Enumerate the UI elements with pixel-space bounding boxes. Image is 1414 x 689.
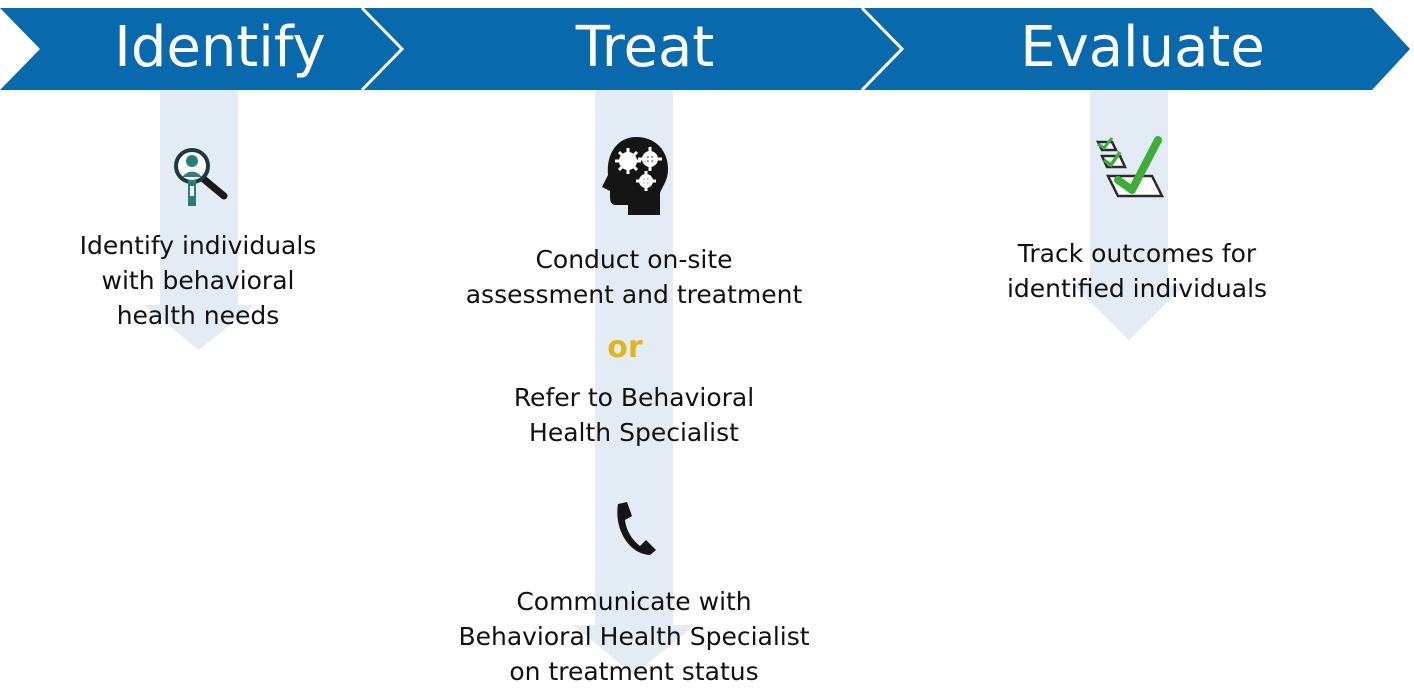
identify-chevron — [0, 8, 402, 90]
treat-chevron — [362, 8, 902, 90]
refer-text: Refer to Behavioral Health Specialist — [434, 380, 834, 450]
communicate-text-line-1: Communicate with — [516, 587, 752, 616]
evaluate-chevron — [862, 8, 1410, 90]
phone-icon — [617, 502, 656, 555]
treat-text: Conduct on-site assessment and treatment — [434, 242, 834, 312]
treat-title: Treat — [575, 15, 715, 80]
brain-gears-icon — [602, 137, 668, 215]
or-separator: or — [607, 330, 643, 365]
treat-text-line-1: Conduct on-site — [535, 245, 733, 274]
chevron-divider-1 — [360, 6, 405, 92]
identify-down-arrow — [143, 90, 255, 350]
communicate-text: Communicate with Behavioral Health Speci… — [434, 584, 834, 689]
refer-text-line-2: Health Specialist — [529, 418, 739, 447]
identify-text: Identify individuals with behavioral hea… — [50, 228, 346, 333]
evaluate-text-line-1: Track outcomes for — [1017, 239, 1257, 268]
communicate-text-line-3: on treatment status — [509, 657, 759, 686]
treat-down-arrow — [573, 90, 695, 675]
checklist-icon — [1095, 136, 1165, 198]
identify-text-line-1: Identify individuals — [79, 231, 317, 260]
evaluate-text: Track outcomes for identified individual… — [957, 236, 1317, 306]
evaluate-down-arrow — [1073, 90, 1185, 340]
communicate-text-line-2: Behavioral Health Specialist — [458, 622, 810, 651]
magnifier-person-icon — [174, 148, 228, 206]
treat-text-line-2: assessment and treatment — [465, 280, 803, 309]
refer-text-line-1: Refer to Behavioral — [513, 383, 755, 412]
identify-text-line-2: with behavioral — [101, 266, 295, 295]
evaluate-title: Evaluate — [1020, 15, 1265, 80]
chevron-divider-2 — [860, 6, 905, 92]
evaluate-text-line-2: identified individuals — [1006, 274, 1268, 303]
identify-text-line-3: health needs — [116, 301, 280, 330]
identify-title: Identify — [114, 15, 326, 80]
